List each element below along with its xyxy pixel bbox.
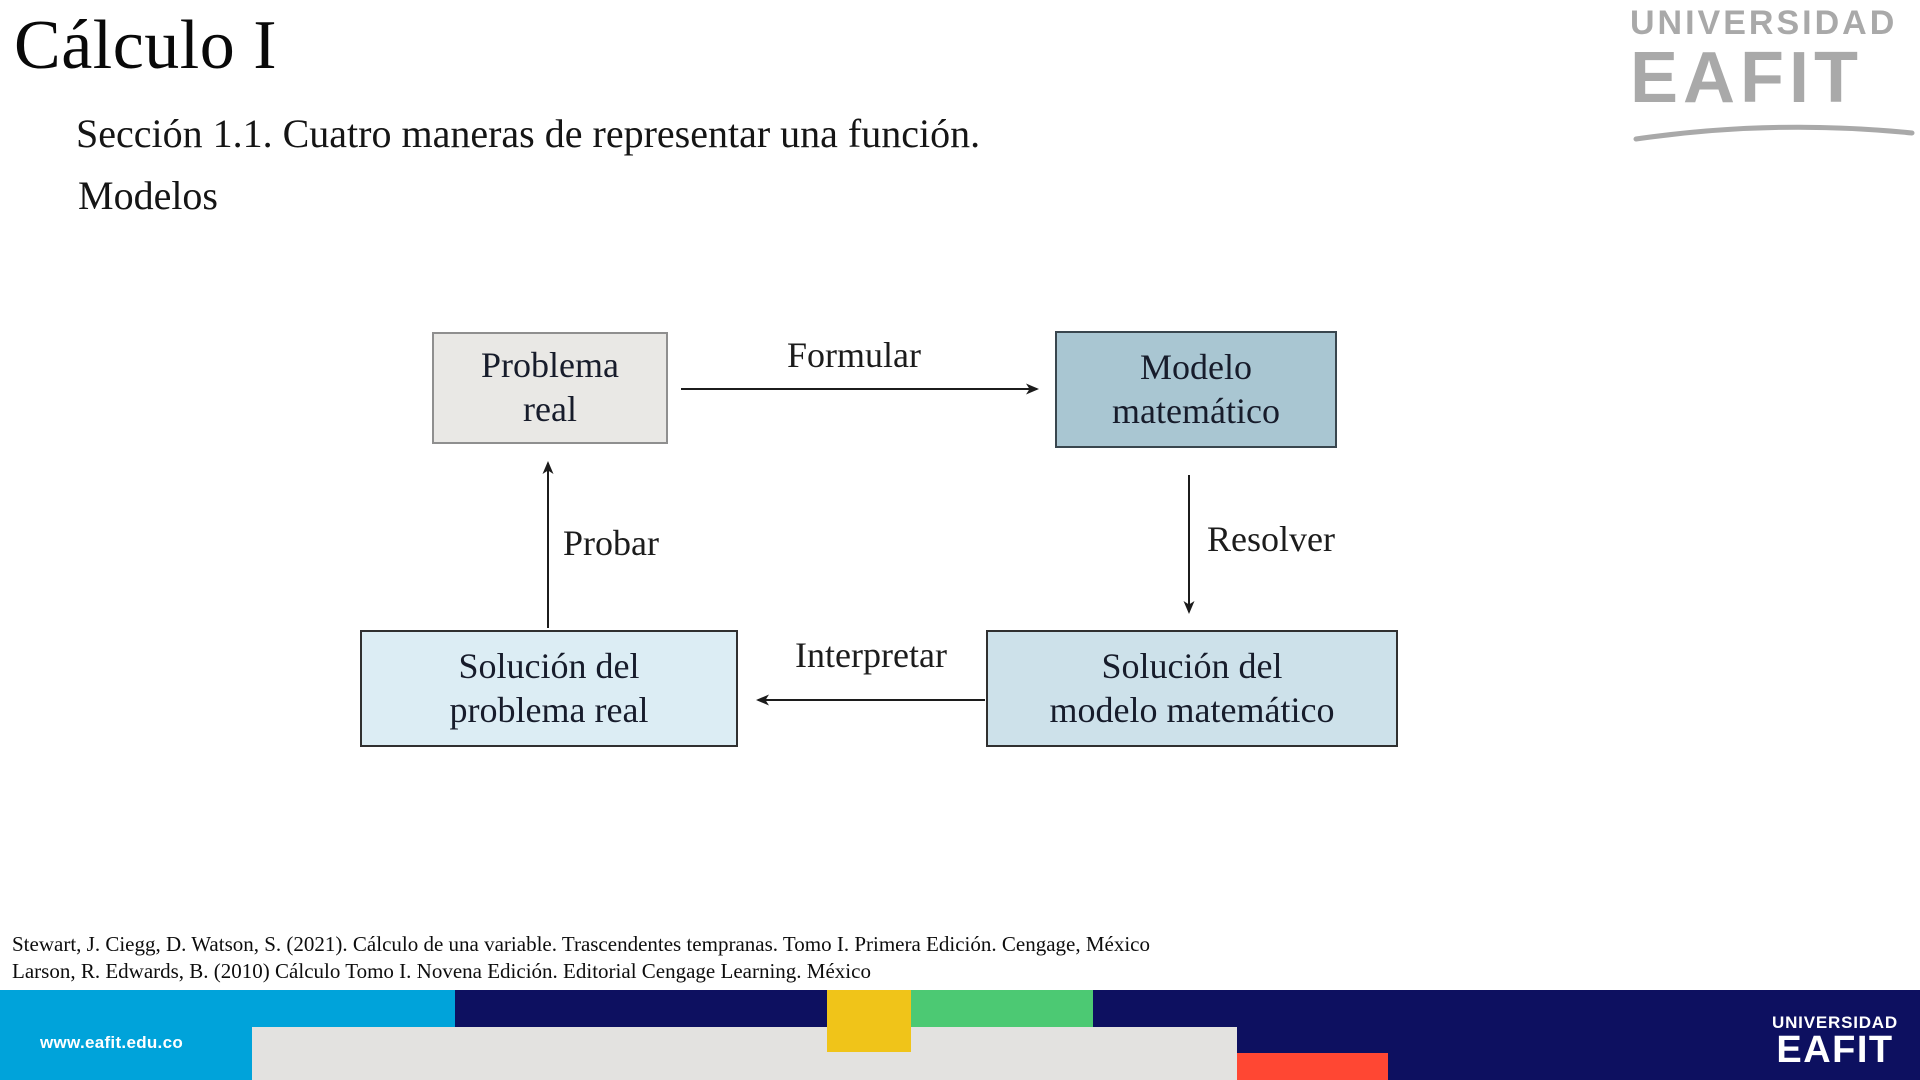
section-heading: Sección 1.1. Cuatro maneras de represent… [76, 111, 981, 156]
eafit-logo-top: UNIVERSIDAD EAFIT [1630, 4, 1918, 144]
box-text-line: matemático [1112, 390, 1280, 431]
diagram-box-solucion-modelo-matematico: Solución del modelo matemático [986, 630, 1398, 747]
eafit-logo-bottom-eafit: EAFIT [1776, 1028, 1894, 1071]
eafit-logo-top-eafit: EAFIT [1630, 37, 1863, 118]
box-text-line: Solución del [458, 645, 640, 686]
footer-yellow-block [827, 990, 911, 1052]
page-title: Cálculo I [14, 7, 278, 84]
box-text-line: Problema [481, 345, 619, 386]
box-text-line: real [523, 389, 577, 429]
eafit-logo-top-universidad: UNIVERSIDAD [1630, 4, 1898, 42]
arrow-label-resolver: Resolver [1207, 519, 1335, 559]
footer-url: www.eafit.edu.co [40, 1033, 184, 1052]
diagram-box-modelo-matematico: Modelo matemático [1055, 331, 1337, 448]
arrow-label-interpretar: Interpretar [795, 635, 947, 675]
subsection-heading: Modelos [78, 173, 218, 218]
eafit-logo-bottom-universidad: UNIVERSIDAD [1772, 1013, 1898, 1032]
box-text-line: Solución del [1101, 645, 1283, 686]
arrow-label-probar: Probar [563, 523, 659, 563]
footer-gray-strip [252, 1027, 1237, 1080]
diagram-box-problema-real: Problema real [432, 332, 668, 444]
box-text-line: problema real [449, 689, 649, 730]
references: Stewart, J. Ciegg, D. Watson, S. (2021).… [12, 931, 1150, 985]
diagram-box-solucion-problema-real: Solución del problema real [360, 630, 738, 747]
reference-line: Larson, R. Edwards, B. (2010) Cálculo To… [12, 959, 871, 983]
eafit-logo-arc [1633, 124, 1915, 142]
box-text-line: Modelo [1140, 346, 1252, 387]
reference-line: Stewart, J. Ciegg, D. Watson, S. (2021).… [12, 932, 1150, 956]
footer-green-block [911, 990, 1093, 1027]
box-text-line: modelo matemático [1049, 689, 1335, 730]
eafit-logo-bottom: UNIVERSIDAD EAFIT [1752, 1013, 1918, 1071]
footer-banner: www.eafit.edu.co UNIVERSIDAD EAFIT [0, 990, 1920, 1080]
arrow-label-formular: Formular [787, 335, 921, 375]
footer-lightblue-block [0, 990, 252, 1080]
footer-red-block [1237, 1053, 1388, 1080]
footer-lightblue-strip [252, 990, 455, 1027]
